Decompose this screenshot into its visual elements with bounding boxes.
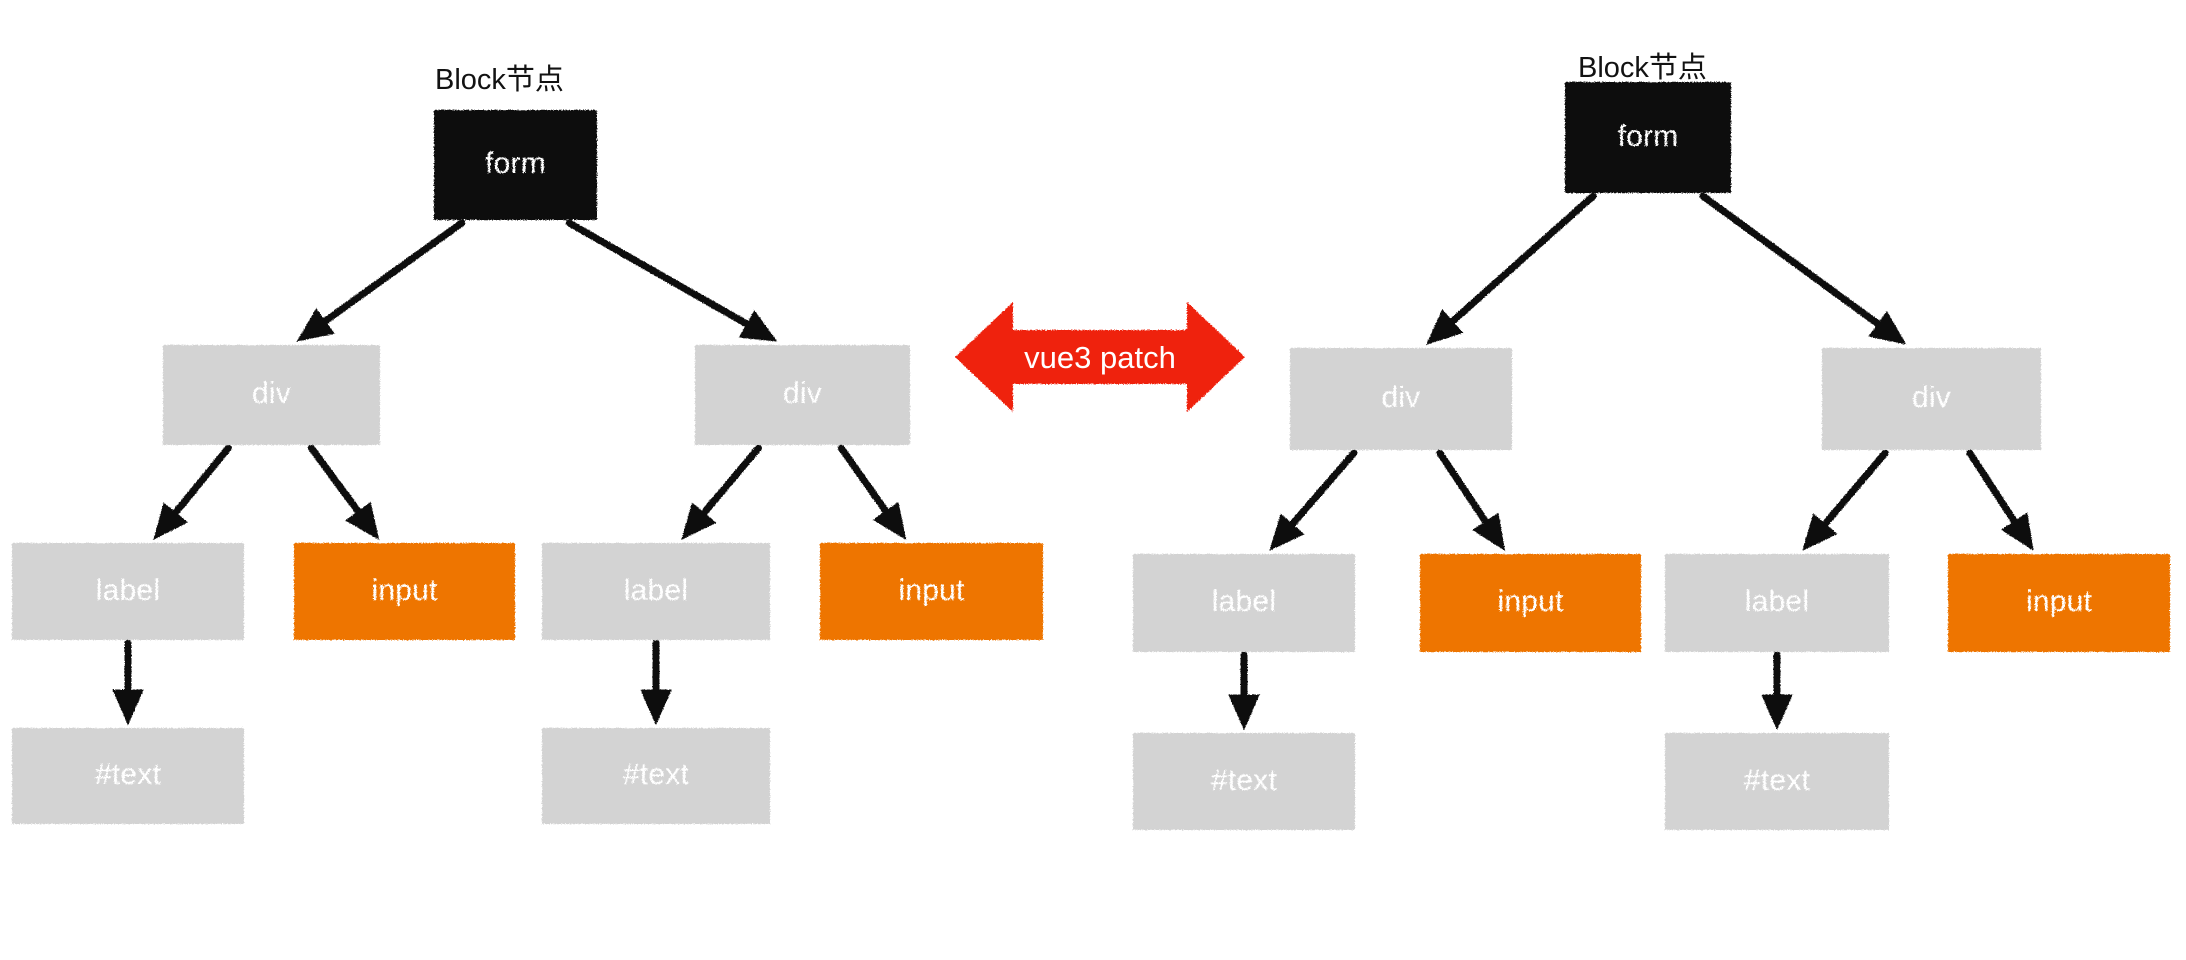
node-l-label-2[interactable]: label (542, 543, 770, 640)
node-l-text-1[interactable]: #text (12, 728, 244, 824)
node-label-l-div-2: div (783, 377, 822, 410)
node-l-form[interactable]: form (434, 110, 597, 220)
node-label-r-input-2: input (2025, 585, 2093, 618)
edge-l-form-to-l-div-1-head (296, 308, 335, 342)
edge-r-div-1-to-r-label-1-head (1269, 513, 1305, 551)
node-label-l-input-1: input (371, 573, 438, 607)
node-l-label-1[interactable]: label (12, 543, 244, 640)
node-l-input-2[interactable]: input (820, 543, 1043, 640)
node-label-r-div-2: div (1912, 381, 1951, 414)
node-l-input-1[interactable]: input (294, 543, 515, 640)
edge-l-label-1-to-l-text-1-head (112, 689, 144, 726)
edge-l-div-1-to-l-label-1-head (153, 502, 189, 540)
edge-l-label-2-to-l-text-2-head (640, 689, 672, 726)
node-r-input-1[interactable]: input (1420, 554, 1641, 652)
edge-r-div-2-to-r-label-2-head (1802, 513, 1838, 551)
edge-l-div-2-to-l-input-2-head (872, 501, 907, 541)
node-r-text-1[interactable]: #text (1133, 733, 1355, 830)
node-label-l-div-1: div (252, 377, 291, 410)
node-l-div-1[interactable]: div (163, 345, 380, 445)
edge-l-form-to-l-div-2-head (738, 310, 778, 342)
node-label-l-text-1: #text (94, 758, 162, 791)
node-r-label-1[interactable]: label (1133, 554, 1355, 652)
edge-l-div-1-to-l-input-1-shaft (307, 444, 366, 520)
edge-r-div-2-to-r-input-2-shaft (1966, 449, 2022, 530)
vue3-patch-badge[interactable]: vue3 patch (955, 294, 1245, 420)
node-r-div-1[interactable]: div (1290, 348, 1512, 450)
edge-r-form-to-r-div-1-head (1426, 309, 1464, 345)
node-label-r-form: form (1617, 119, 1679, 153)
edge-r-form-to-r-div-2-head (1868, 310, 1907, 345)
edge-l-div-2-to-l-label-2-shaft (696, 444, 762, 522)
caption-block-node-left: Block节点 (435, 64, 564, 96)
node-label-r-text-1: #text (1210, 763, 1278, 797)
node-r-div-2[interactable]: div (1822, 348, 2041, 450)
node-label-l-label-1: label (95, 573, 161, 607)
vue3-patch-label: vue3 patch (1024, 340, 1176, 375)
node-label-l-text-2: #text (622, 758, 690, 791)
edge-r-form-to-r-div-2-shaft (1699, 192, 1887, 331)
edge-r-label-2-to-r-text-2-head (1761, 694, 1793, 731)
node-l-div-2[interactable]: div (695, 345, 910, 445)
edge-r-form-to-r-div-1-shaft (1444, 192, 1597, 329)
edge-l-div-2-to-l-label-2-head (681, 502, 717, 540)
edge-r-div-2-to-r-input-2-head (2000, 512, 2034, 552)
node-r-input-2[interactable]: input (1948, 554, 2170, 652)
node-label-l-input-2: input (898, 573, 965, 607)
node-label-l-form: form (485, 147, 546, 180)
node-label-r-label-2: label (1744, 585, 1810, 618)
node-l-text-2[interactable]: #text (542, 728, 770, 824)
edge-l-div-1-to-l-input-1-head (345, 501, 380, 540)
double-headed-arrow-icon (955, 302, 1245, 412)
edge-l-form-to-l-div-1-shaft (316, 219, 466, 329)
edge-l-form-to-l-div-2-shaft (565, 219, 756, 331)
edge-r-div-1-to-r-input-1-head (1472, 512, 1506, 552)
edge-r-div-2-to-r-label-2-shaft (1817, 449, 1889, 533)
node-label-r-text-2: #text (1743, 763, 1811, 797)
edge-r-div-1-to-r-input-1-shaft (1436, 449, 1493, 531)
node-r-text-2[interactable]: #text (1665, 733, 1889, 830)
node-r-form[interactable]: form (1565, 82, 1731, 193)
edge-r-label-1-to-r-text-1-head (1228, 694, 1260, 731)
edge-l-div-2-to-l-input-2-shaft (837, 444, 893, 520)
node-label-r-div-1: div (1381, 381, 1421, 414)
node-label-r-input-1: input (1497, 585, 1564, 618)
node-r-label-2[interactable]: label (1665, 554, 1889, 652)
edge-l-div-1-to-l-label-1-shaft (168, 444, 232, 521)
caption-block-node-right: Block节点 (1578, 52, 1707, 84)
edge-r-div-1-to-r-label-1-shaft (1284, 449, 1358, 533)
node-label-r-label-1: label (1211, 585, 1277, 618)
node-label-l-label-2: label (623, 573, 689, 607)
